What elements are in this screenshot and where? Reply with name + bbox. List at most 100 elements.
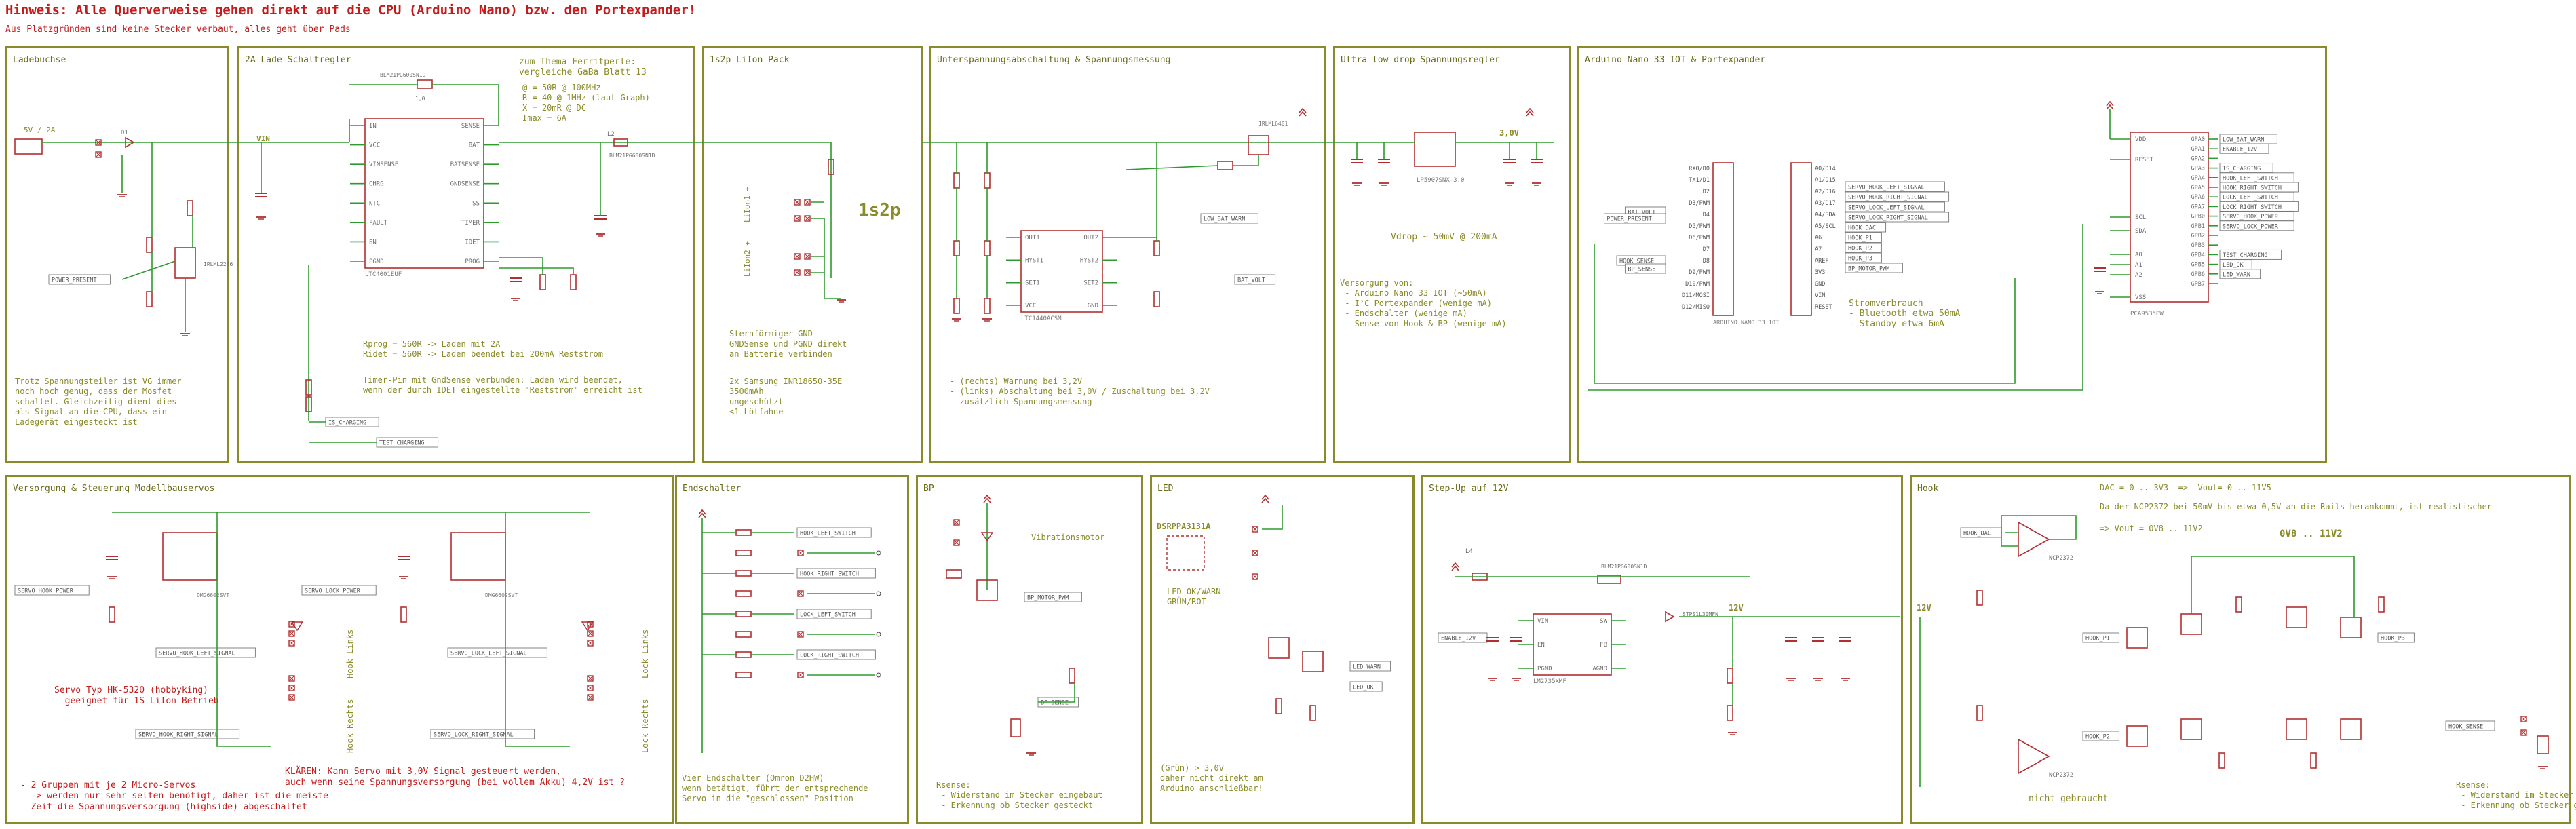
pad-servo-0 bbox=[289, 640, 294, 646]
pad-end bbox=[797, 672, 804, 678]
inductor-step-part: BLM21PG600SN1D bbox=[1601, 564, 1647, 570]
supply-3v0 bbox=[1526, 107, 1534, 113]
rsense-bp bbox=[1010, 718, 1021, 737]
diode-bp bbox=[980, 532, 994, 542]
pad-servo-0 bbox=[288, 630, 295, 637]
net-label-pe: SERVO_LOCK_POWER bbox=[2223, 223, 2279, 230]
net-label-pe: LOCK_LEFT_SWITCH bbox=[2223, 195, 2278, 201]
resistor-end-b bbox=[735, 550, 752, 556]
mosfet-hook-7 bbox=[2340, 718, 2362, 740]
wire bbox=[499, 267, 574, 275]
ic-ltc1440 bbox=[1020, 230, 1103, 313]
net-label-nano-left bbox=[1624, 263, 1666, 274]
net-label-nano-right: SERVO_LOCK_RIGHT_SIGNAL bbox=[1848, 215, 1928, 222]
ic-ltc4001-pin: VCC bbox=[369, 142, 380, 149]
ic-ltc1440-pin: HYST2 bbox=[1080, 257, 1098, 264]
ic-ltc4001-pin: IDET bbox=[465, 239, 480, 246]
pad-servo-0 bbox=[289, 621, 294, 627]
pe-pin-right: GPA1 bbox=[2191, 146, 2205, 153]
pad-liion-2b bbox=[804, 215, 811, 222]
note-vdrop: Vdrop ~ 50mV @ 200mA bbox=[1391, 232, 1497, 242]
resistor-bp-gate bbox=[946, 569, 962, 579]
resistor-end bbox=[735, 529, 752, 536]
net-label-low-bat-warn: LOW_BAT_WARN bbox=[1204, 216, 1245, 223]
resistor-r3 bbox=[146, 291, 153, 307]
pe-pin-left: A0 bbox=[2135, 252, 2142, 258]
pe-pin-right: GPB0 bbox=[2191, 214, 2205, 220]
pe-pin-right: GPA0 bbox=[2191, 136, 2205, 143]
pad-servo-1 bbox=[588, 621, 593, 627]
net-label-hook-p3: HOOK_P3 bbox=[2381, 636, 2405, 642]
net-label-power-present bbox=[48, 274, 111, 285]
net-label-pe: IS_CHARGING bbox=[2223, 166, 2261, 172]
mosfet-hook-6 bbox=[2286, 718, 2307, 740]
nano-pin-right: A6 bbox=[1815, 235, 1822, 242]
net-label-nano-right: SERVO_HOOK_RIGHT_SIGNAL bbox=[1848, 195, 1928, 201]
note-led-type: LED OK/WARN GRÜN/ROT bbox=[1167, 587, 1221, 606]
pe-pin-right: GPB2 bbox=[2191, 233, 2205, 239]
ic-ltc4001-pin: IN bbox=[369, 123, 377, 130]
nano-pin-right: A1/D15 bbox=[1815, 177, 1836, 184]
nano-pin-left: D10/PWM bbox=[1685, 281, 1710, 288]
net-label-led-ok: LED_OK bbox=[1353, 685, 1374, 691]
resistor-volt bbox=[1153, 291, 1160, 307]
resistor-div-b1 bbox=[984, 240, 991, 256]
ic-ltc4001 bbox=[364, 118, 484, 269]
ic-nano-name: ARDUINO NANO 33 IOT bbox=[1713, 320, 1779, 326]
supply-step bbox=[1451, 562, 1459, 568]
net-label-pe: HOOK_RIGHT_SWITCH bbox=[2223, 185, 2282, 192]
pad-hook-2 bbox=[2521, 730, 2526, 735]
supply-step bbox=[1451, 565, 1459, 571]
pad-led-1 bbox=[1252, 526, 1258, 532]
net-label-servo-hook-right: SERVO_HOOK_RIGHT_SIGNAL bbox=[138, 732, 218, 739]
pe-pin-right: GPA3 bbox=[2191, 166, 2205, 172]
resistor-hook-e bbox=[2218, 752, 2225, 769]
pe-pin-right: GPB6 bbox=[2191, 271, 2205, 278]
wire-i2c-2 bbox=[1588, 224, 2083, 391]
pe-pin-right: GPA5 bbox=[2191, 185, 2205, 191]
pad-liion-1b bbox=[805, 199, 810, 205]
pad-servo-0b bbox=[289, 695, 294, 700]
pad-servo-0b bbox=[289, 676, 294, 681]
pad-bp-motor-b bbox=[953, 539, 960, 546]
pad-liion-3 bbox=[794, 253, 801, 260]
diode-step-part: STPS1L30MFN bbox=[1683, 611, 1718, 617]
frame-servos: Versorgung & Steuerung Modellbauservos bbox=[5, 475, 674, 824]
frame-bp: BP bbox=[916, 475, 1143, 824]
pe-pin-left: A1 bbox=[2135, 262, 2142, 269]
note-ldo-versorgung: Versorgung von: - Arduino Nano 33 IOT (~… bbox=[1340, 278, 1507, 328]
net-label-pe: LED_WARN bbox=[2223, 271, 2250, 278]
net-label-nano-left bbox=[1603, 213, 1666, 224]
ic-ltc1440-part-name: LTC1440ACSM bbox=[1021, 315, 1062, 322]
pad-liion-3b bbox=[804, 253, 811, 260]
pad-servo-1b bbox=[588, 676, 593, 681]
frame-ladebuchse: Ladebuchse bbox=[5, 46, 229, 463]
net-label-nano-right: BP_MOTOR_PWM bbox=[1848, 266, 1889, 273]
pad-servo-0 bbox=[288, 621, 295, 628]
wire bbox=[1038, 683, 1075, 703]
ic-pca9535-name: PCA9535PW bbox=[2130, 311, 2164, 317]
resistor-end-b bbox=[735, 590, 752, 597]
net-label-test-charging: TEST_CHARGING bbox=[379, 440, 425, 447]
resistor-end bbox=[735, 570, 752, 577]
net-label-servo-lock-left: SERVO_LOCK_LEFT_SIGNAL bbox=[450, 651, 527, 657]
pad-servo-1 bbox=[588, 640, 593, 646]
net-label-hook-dac: HOOK_DAC bbox=[1963, 531, 1991, 537]
note-ferrite-specs: @ = 50R @ 100MHz R = 40 @ 1MHz (laut Gra… bbox=[522, 83, 650, 123]
net-label-end-switch bbox=[796, 649, 876, 660]
pad-servo-1b bbox=[588, 695, 593, 700]
ic-lm2735-pin: SW bbox=[1600, 618, 1607, 625]
frame-laderegler: 2A Lade-Schaltregler bbox=[237, 46, 695, 463]
pe-pin-left: SCL bbox=[2135, 214, 2146, 221]
coil-l2: L2 bbox=[607, 131, 615, 138]
note-hook-unused: nicht gebraucht bbox=[2029, 794, 2109, 804]
note-servo-clarify: KLÄREN: Kann Servo mit 3,0V Signal geste… bbox=[285, 767, 625, 788]
mosfet-hook-0 bbox=[2126, 627, 2148, 649]
ic-ltc1440-pin: SET2 bbox=[1083, 280, 1098, 287]
nano-pin-left: D7 bbox=[1703, 246, 1710, 253]
ic-ltc4001-part-name: LTC4001EUF bbox=[365, 271, 402, 278]
pad-liion-4b bbox=[804, 269, 811, 276]
net-label-servo-lock-right: SERVO_LOCK_RIGHT_SIGNAL bbox=[434, 732, 514, 739]
nano-pin-right: A4/SDA bbox=[1815, 212, 1836, 218]
net-label-bp-motor-pwm: BP_MOTOR_PWM bbox=[1027, 595, 1069, 602]
